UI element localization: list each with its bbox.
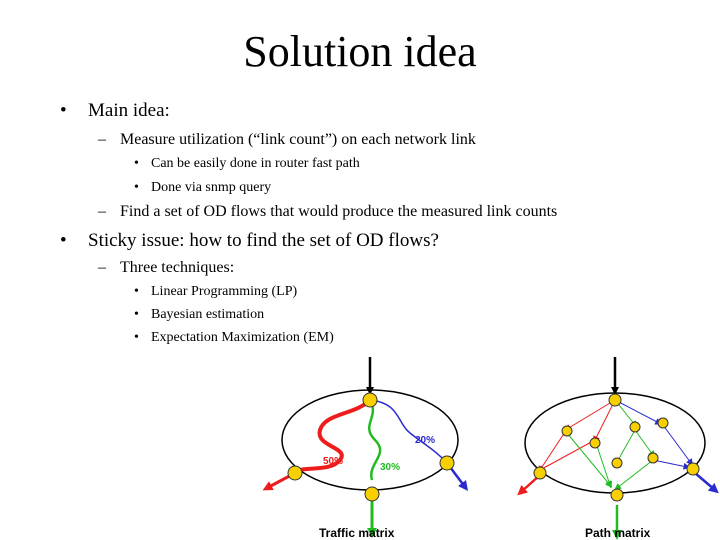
- technique-bayesian: Bayesian estimation: [151, 307, 265, 322]
- red-edge: [538, 428, 568, 473]
- red-flow-path: [293, 398, 372, 475]
- egress-node-right: [686, 462, 700, 476]
- bullet-fast-path: Can be easily done in router fast path: [151, 156, 360, 171]
- pct-blue: 20%: [415, 435, 435, 446]
- pct-red: 50%: [323, 456, 343, 467]
- green-edge: [634, 429, 656, 458]
- network-boundary: [524, 392, 706, 494]
- technique-lp: Linear Programming (LP): [151, 284, 298, 299]
- bullet-marker: •: [60, 230, 67, 251]
- red-edge: [536, 439, 596, 472]
- traffic-matrix-label: Traffic matrix: [319, 526, 395, 540]
- technique-em: Expectation Maximization (EM): [151, 330, 334, 345]
- od-flow-diagram: 20% 50% 30% Traffic matrix: [255, 355, 720, 540]
- sub-bullet-marker: •: [134, 180, 139, 195]
- egress-node-bottom: [364, 486, 380, 502]
- egress-node-left: [287, 465, 303, 481]
- sub-bullet-marker: •: [134, 156, 139, 171]
- green-edge: [615, 429, 636, 466]
- router-node: [629, 421, 641, 433]
- blue-edge: [614, 399, 663, 425]
- bullet-three-techniques: Three techniques:: [120, 259, 235, 276]
- green-edge: [566, 432, 613, 488]
- green-flow-path: [368, 399, 382, 481]
- path-matrix-diagram: Path matrix: [517, 357, 719, 540]
- blue-flow-path: [369, 399, 448, 464]
- router-node: [589, 437, 601, 449]
- path-matrix-label: Path matrix: [585, 526, 651, 540]
- bullet-find-set: Find a set of OD flows that would produc…: [120, 203, 558, 220]
- red-edge: [564, 399, 616, 431]
- blue-egress-arrow: [694, 472, 719, 494]
- ingress-node: [362, 392, 378, 408]
- blue-edge: [662, 424, 694, 466]
- egress-node-bottom: [610, 488, 624, 502]
- traffic-matrix-diagram: 20% 50% 30% Traffic matrix: [262, 357, 468, 540]
- router-node: [647, 452, 659, 464]
- sub-bullet-marker: •: [134, 330, 139, 345]
- pct-green: 30%: [380, 462, 400, 473]
- dash-marker: –: [98, 203, 106, 220]
- router-node: [561, 425, 573, 437]
- router-node: [657, 417, 669, 429]
- bullet-snmp: Done via snmp query: [151, 180, 272, 195]
- green-edge: [614, 459, 654, 491]
- router-node: [611, 457, 623, 469]
- egress-node-left: [533, 466, 547, 480]
- bullet-main-idea: Main idea:: [88, 100, 170, 121]
- bullet-sticky-issue: Sticky issue: how to find the set of OD …: [88, 230, 439, 251]
- slide-title: Solution idea: [243, 27, 477, 76]
- blue-edge: [652, 459, 691, 470]
- dash-marker: –: [98, 131, 106, 148]
- bullet-measure: Measure utilization (“link count”) on ea…: [120, 131, 476, 148]
- bullet-marker: •: [60, 100, 67, 121]
- dash-marker: –: [98, 259, 106, 276]
- sub-bullet-marker: •: [134, 284, 139, 299]
- egress-node-right: [439, 455, 455, 471]
- ingress-node: [608, 393, 622, 407]
- red-edge: [593, 399, 616, 444]
- sub-bullet-marker: •: [134, 307, 139, 322]
